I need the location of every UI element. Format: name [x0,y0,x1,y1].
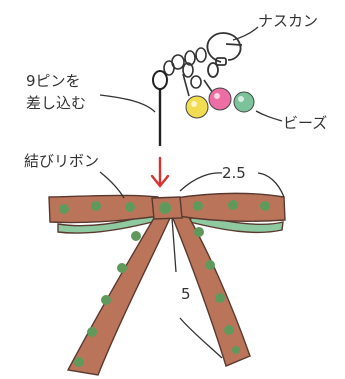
beads-icon [186,88,254,118]
snap-hook-label: ナスカン [258,12,318,30]
ribbon-label: 結びリボン [24,152,99,170]
nine-pin-icon [153,71,167,146]
snap-hook-icon [207,33,242,77]
insert-label: 差し込む [26,94,86,112]
dim-tail-label: 5 [181,285,191,303]
beads-label: ビーズ [283,114,327,132]
dim-loop-label: 2.5 [222,164,246,182]
down-arrow-icon [152,158,168,186]
nine-pin-label: 9ピンを [26,72,81,90]
ribbon-bow-icon [49,193,285,375]
